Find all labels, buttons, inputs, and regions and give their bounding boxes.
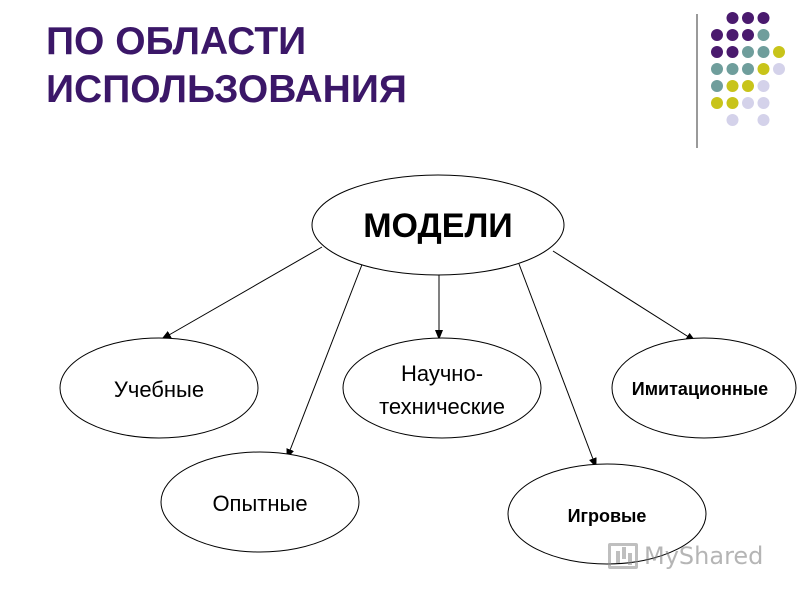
presentation-chart-icon: [608, 543, 638, 569]
decorative-dot: [742, 63, 754, 75]
node-uchebnye: Учебные: [59, 337, 259, 439]
decorative-dot: [757, 80, 770, 92]
root-node: МОДЕЛИ: [311, 174, 565, 276]
arrow-to-opytnye: [286, 261, 364, 459]
decorative-dot-grid: [711, 12, 785, 126]
node-label-opytnye: Опытные: [212, 491, 307, 516]
node-nauchno: Научно- технические: [342, 337, 542, 439]
node-label-imitacionnye: Имитационные: [632, 379, 768, 399]
node-imitacionnye: Имитационные: [611, 337, 797, 439]
decorative-dot: [742, 12, 754, 24]
arrow-to-imitacionnye: [552, 250, 696, 342]
node-label-nauchno-line2: технические: [379, 394, 505, 419]
title-line-1: ПО ОБЛАСТИ: [46, 20, 307, 63]
decorative-dot: [742, 29, 754, 41]
decorative-dot: [726, 97, 739, 109]
title-line-2: ИСПОЛЬЗОВАНИЯ: [46, 68, 407, 111]
decorative-dot: [742, 97, 754, 109]
decorative-dot: [726, 80, 739, 92]
decorative-dot: [742, 80, 754, 92]
decorative-dot: [757, 12, 770, 24]
arrow-to-uchebnye: [161, 246, 323, 340]
decorative-dot: [742, 46, 754, 58]
node-label-igrovye: Игровые: [568, 506, 647, 526]
decorative-dot: [726, 114, 739, 126]
decorative-dot: [711, 29, 723, 41]
decorative-dot: [757, 97, 770, 109]
node-igrovye: Игровые: [507, 463, 707, 565]
decorative-dot: [773, 63, 785, 75]
decorative-dot: [773, 46, 785, 58]
decorative-dot: [726, 63, 739, 75]
decorative-dot: [726, 12, 739, 24]
decorative-dot: [711, 97, 723, 109]
decorative-dot: [711, 46, 723, 58]
watermark-text: MyShared: [644, 542, 764, 570]
decorative-dot: [711, 80, 723, 92]
watermark: MyShared: [608, 536, 768, 576]
decorative-dot: [757, 114, 770, 126]
node-label-nauchno-line1: Научно-: [401, 361, 483, 386]
page-title: ПО ОБЛАСТИ ИСПОЛЬЗОВАНИЯ: [46, 18, 407, 114]
decorative-divider: [696, 14, 698, 148]
node-label-uchebnye: Учебные: [114, 377, 204, 402]
root-label: МОДЕЛИ: [363, 207, 513, 245]
node-opytnye: Опытные: [160, 451, 360, 553]
decorative-dot: [757, 63, 770, 75]
decorative-dot: [726, 46, 739, 58]
decorative-dot: [711, 63, 723, 75]
arrow-to-igrovye: [518, 263, 597, 468]
decorative-dot: [757, 29, 770, 41]
decorative-dot: [726, 29, 739, 41]
decorative-dot: [757, 46, 770, 58]
